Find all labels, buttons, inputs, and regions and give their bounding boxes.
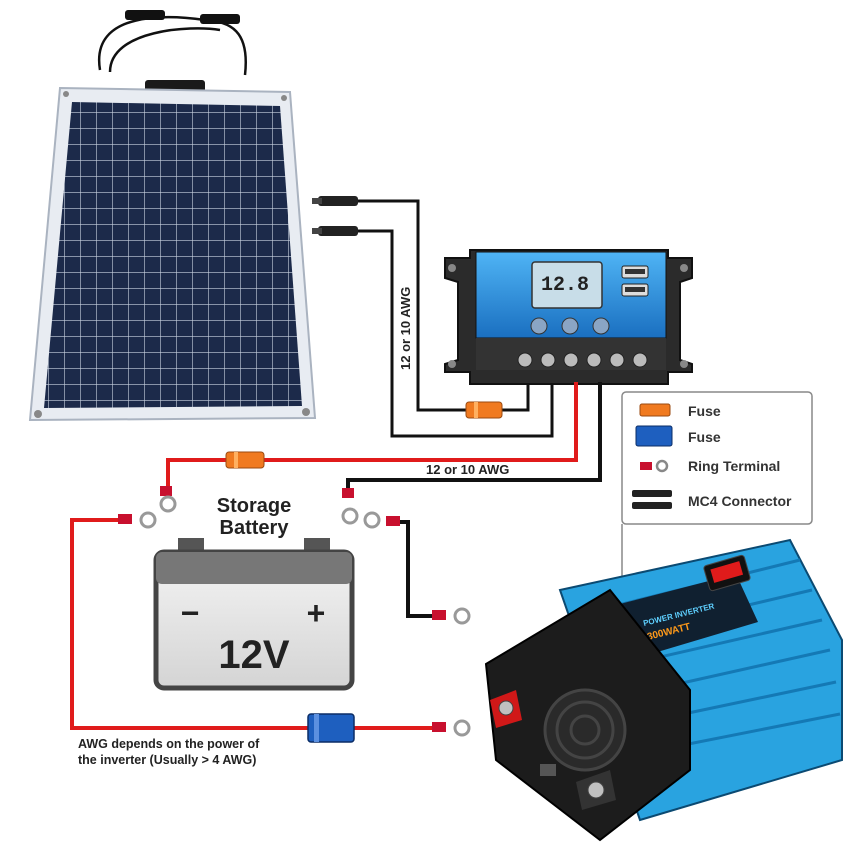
legend-label: MC4 Connector <box>688 493 792 509</box>
solar-panel <box>28 10 317 422</box>
legend-label: Fuse <box>688 403 721 419</box>
fuse-blue-icon <box>307 713 355 743</box>
legend-item-fuse-orange: Fuse <box>639 403 721 419</box>
wire-label-vertical: 12 or 10 AWG <box>398 287 413 370</box>
charge-controller: 12.8 <box>444 249 693 385</box>
legend: Fuse Fuse Ring Terminal MC4 Connector <box>621 391 813 590</box>
power-inverter: POWER INVERTER 300WATT <box>484 538 843 842</box>
usb-port-icon <box>621 265 649 279</box>
wire-label-horizontal: 12 or 10 AWG <box>426 462 509 477</box>
legend-item-mc4-connector: MC4 Connector <box>632 490 792 509</box>
ring-terminal-icon <box>118 511 157 529</box>
ring-terminal-icon <box>363 511 400 529</box>
controller-button[interactable] <box>561 317 579 335</box>
battery-title-line1: Storage <box>217 495 291 517</box>
inverter-positive-terminal <box>490 690 522 728</box>
fuse-orange-icon <box>639 403 671 417</box>
fuse-blue-icon <box>635 425 673 447</box>
controller-display-value: 12.8 <box>541 274 589 297</box>
battery-wires <box>70 382 602 743</box>
ring-terminal-icon <box>159 486 177 513</box>
awg-note-line2: the inverter (Usually > 4 AWG) <box>78 753 256 767</box>
ring-terminal-icon <box>432 607 471 625</box>
fuse-orange-icon <box>225 451 265 469</box>
controller-terminals <box>517 352 648 368</box>
legend-item-fuse-blue: Fuse <box>635 425 721 447</box>
mc4-connector-icon <box>125 10 165 20</box>
mc4-connector-icon <box>632 490 672 497</box>
battery-title-line2: Battery <box>220 517 290 539</box>
inverter-negative-terminal <box>576 770 616 810</box>
storage-battery: Storage Battery − + 12V <box>153 495 355 691</box>
legend-label: Fuse <box>688 429 721 445</box>
mc4-connector-icon <box>312 226 358 236</box>
legend-item-ring-terminal: Ring Terminal <box>640 458 780 474</box>
battery-plus: + <box>307 595 326 631</box>
ring-terminal-icon <box>341 488 359 525</box>
mc4-connector-icon <box>200 14 240 24</box>
mc4-connector-icon <box>312 196 358 206</box>
legend-label: Ring Terminal <box>688 458 780 474</box>
fuse-orange-icon <box>465 401 503 419</box>
usb-port-icon <box>621 283 649 297</box>
controller-button[interactable] <box>530 317 548 335</box>
ring-terminal-icon <box>640 462 652 470</box>
controller-button[interactable] <box>592 317 610 335</box>
panel-wires <box>312 196 554 438</box>
controller-display <box>531 261 603 309</box>
battery-minus: − <box>181 595 200 631</box>
awg-note-line1: AWG depends on the power of <box>78 737 260 751</box>
ring-terminal-icon <box>432 719 471 737</box>
battery-voltage: 12V <box>218 633 289 677</box>
